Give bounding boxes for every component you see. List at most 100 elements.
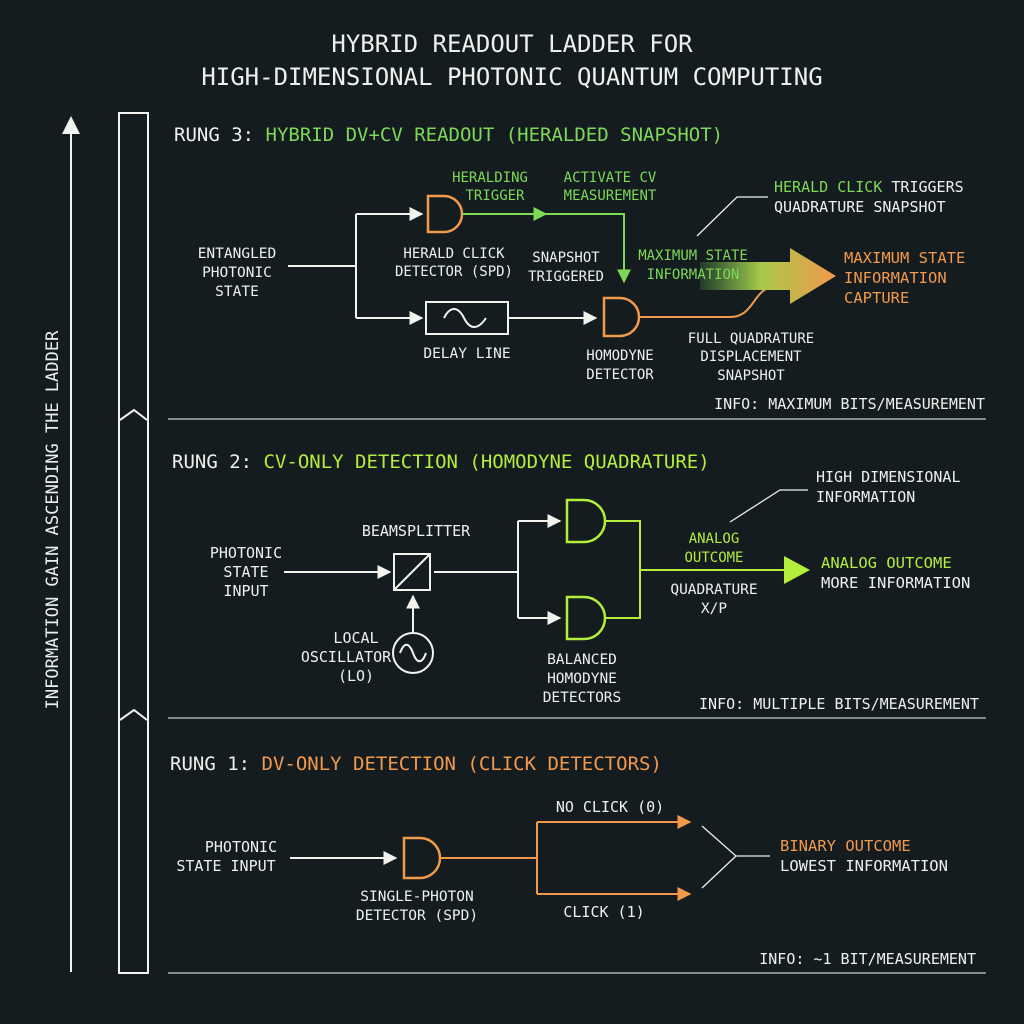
balanced-detectors-label: BALANCED HOMODYNE DETECTORS xyxy=(543,652,622,706)
single-photon-detector-icon xyxy=(402,836,442,880)
svg-text:SINGLE-PHOTON: SINGLE-PHOTON xyxy=(360,889,474,905)
delay-line-box xyxy=(425,301,509,335)
max-state-info-label: MAXIMUM STATE INFORMATION xyxy=(638,248,748,283)
snapshot-triggered-label: SNAPSHOT TRIGGERED xyxy=(528,250,604,285)
herald-detector-label: HERALD CLICK DETECTOR (SPD) xyxy=(395,246,513,280)
homodyne-detector-label: HOMODYNE DETECTOR xyxy=(586,348,654,383)
svg-text:STATE: STATE xyxy=(223,563,268,581)
herald-detector-icon xyxy=(426,194,464,234)
svg-text:PHOTONIC: PHOTONIC xyxy=(205,838,277,856)
ladder-notch-upper xyxy=(119,408,148,421)
rung2-output-arrowhead xyxy=(784,556,810,584)
rung1-output-wires xyxy=(440,815,692,901)
rung3-callout-line-2: QUADRATURE SNAPSHOT xyxy=(774,198,946,216)
beamsplitter-icon xyxy=(393,553,431,591)
svg-text:TRIGGER: TRIGGER xyxy=(465,188,525,204)
svg-text:(LO): (LO) xyxy=(338,667,374,685)
rung2-input-label: PHOTONIC STATE INPUT xyxy=(210,544,282,600)
rung1-heading-prefix: RUNG 1: xyxy=(170,753,262,775)
svg-text:LOCAL: LOCAL xyxy=(333,629,378,647)
title-line-1: HYBRID READOUT LADDER FOR xyxy=(331,30,693,58)
svg-text:TRIGGERED: TRIGGERED xyxy=(528,269,604,285)
svg-text:DETECTORS: DETECTORS xyxy=(543,690,622,706)
svg-text:HERALDING: HERALDING xyxy=(452,170,528,186)
svg-text:STATE: STATE xyxy=(215,284,259,300)
rung3-info: INFO: MAXIMUM BITS/MEASUREMENT xyxy=(714,395,985,413)
svg-text:HIGH DIMENSIONAL: HIGH DIMENSIONAL xyxy=(816,468,961,486)
rung2-heading-title: CV-ONLY DETECTION (HOMODYNE QUADRATURE) xyxy=(264,451,710,473)
balanced-detector-top-icon xyxy=(565,498,607,544)
svg-text:DISPLACEMENT: DISPLACEMENT xyxy=(700,349,802,365)
rung2-info: INFO: MULTIPLE BITS/MEASUREMENT xyxy=(699,695,979,713)
svg-text:ANALOG: ANALOG xyxy=(689,531,740,547)
analog-outcome-small-label: ANALOG OUTCOME xyxy=(684,531,743,566)
rung2-outcome-line-2: MORE INFORMATION xyxy=(821,574,970,592)
svg-text:DETECTOR: DETECTOR xyxy=(586,367,654,383)
svg-text:DETECTOR (SPD): DETECTOR (SPD) xyxy=(356,908,478,924)
heralding-trigger-label: HERALDING TRIGGER xyxy=(452,170,528,204)
svg-text:PHOTONIC: PHOTONIC xyxy=(202,265,272,281)
title: HYBRID READOUT LADDER FOR HIGH-DIMENSION… xyxy=(201,30,822,91)
side-axis: INFORMATION GAIN ASCENDING THE LADDER xyxy=(43,112,149,974)
svg-text:INPUT: INPUT xyxy=(223,582,268,600)
rung3-heading: RUNG 3: HYBRID DV+CV READOUT (HERALDED S… xyxy=(174,124,723,146)
svg-text:STATE INPUT: STATE INPUT xyxy=(176,857,275,875)
svg-text:SNAPSHOT: SNAPSHOT xyxy=(532,250,600,266)
rung2-callout-label: HIGH DIMENSIONAL INFORMATION xyxy=(816,468,961,506)
activate-cv-label: ACTIVATE CV MEASUREMENT xyxy=(564,170,657,204)
rung3-callout-line-1: HERALD CLICK TRIGGERS xyxy=(774,178,964,196)
rung2-output-wires xyxy=(605,520,800,619)
rung2-callout-leader xyxy=(729,489,808,523)
svg-text:ACTIVATE CV: ACTIVATE CV xyxy=(564,170,657,186)
rung1-heading-title: DV-ONLY DETECTION (CLICK DETECTORS) xyxy=(262,753,662,775)
local-oscillator-label: LOCAL OSCILLATOR (LO) xyxy=(301,629,392,685)
svg-text:HOMODYNE: HOMODYNE xyxy=(586,348,653,364)
svg-text:MAXIMUM STATE: MAXIMUM STATE xyxy=(638,248,748,264)
delay-line-label: DELAY LINE xyxy=(423,346,510,362)
quadrature-label: QUADRATURE X/P xyxy=(670,582,757,617)
click-label: CLICK (1) xyxy=(563,903,644,921)
capture-arrow xyxy=(700,248,836,304)
rung1-outcome-line-2: LOWEST INFORMATION xyxy=(780,857,948,875)
rung2-heading: RUNG 2: CV-ONLY DETECTION (HOMODYNE QUAD… xyxy=(172,451,710,473)
axis-arrow-head xyxy=(62,116,80,134)
svg-text:MEASUREMENT: MEASUREMENT xyxy=(564,188,657,204)
rung1-merge-bracket xyxy=(701,825,770,889)
rung1-input-label: PHOTONIC STATE INPUT xyxy=(176,838,277,875)
svg-text:HERALD CLICK: HERALD CLICK xyxy=(403,246,505,262)
rung3-heading-title: HYBRID DV+CV READOUT (HERALDED SNAPSHOT) xyxy=(266,124,724,146)
delay-line-wave-icon xyxy=(443,308,487,328)
svg-text:CAPTURE: CAPTURE xyxy=(844,289,909,307)
svg-text:OUTCOME: OUTCOME xyxy=(684,550,743,566)
rung-1: RUNG 1: DV-ONLY DETECTION (CLICK DETECTO… xyxy=(168,753,986,974)
homodyne-detector-icon xyxy=(602,296,641,338)
svg-text:INFORMATION: INFORMATION xyxy=(844,269,947,287)
svg-text:PHOTONIC: PHOTONIC xyxy=(210,544,282,562)
rung2-wires xyxy=(284,514,562,632)
no-click-label: NO CLICK (0) xyxy=(556,798,664,816)
beamsplitter-label: BEAMSPLITTER xyxy=(362,522,471,540)
svg-text:BALANCED: BALANCED xyxy=(547,652,617,668)
svg-text:OSCILLATOR: OSCILLATOR xyxy=(301,648,392,666)
svg-text:FULL QUADRATURE: FULL QUADRATURE xyxy=(688,331,814,347)
local-oscillator-icon xyxy=(392,632,434,674)
axis-label: INFORMATION GAIN ASCENDING THE LADDER xyxy=(43,330,63,709)
svg-text:MAXIMUM STATE: MAXIMUM STATE xyxy=(844,249,965,267)
rung3-wires xyxy=(288,207,598,325)
rung2-heading-prefix: RUNG 2: xyxy=(172,451,264,473)
ladder-notch-lower xyxy=(119,708,148,721)
svg-text:HOMODYNE: HOMODYNE xyxy=(547,671,617,687)
rung1-outcome-line-1: BINARY OUTCOME xyxy=(780,837,911,855)
title-line-2: HIGH-DIMENSIONAL PHOTONIC QUANTUM COMPUT… xyxy=(201,63,822,91)
rung3-outcome-label: MAXIMUM STATE INFORMATION CAPTURE xyxy=(844,249,965,307)
rung-3: RUNG 3: HYBRID DV+CV READOUT (HERALDED S… xyxy=(168,124,986,420)
full-quadrature-label: FULL QUADRATURE DISPLACEMENT SNAPSHOT xyxy=(688,331,814,384)
ladder-bar xyxy=(118,112,149,974)
rung-2: RUNG 2: CV-ONLY DETECTION (HOMODYNE QUAD… xyxy=(168,451,986,719)
homodyne-output-wire xyxy=(639,285,779,318)
svg-text:INFORMATION: INFORMATION xyxy=(816,488,915,506)
svg-text:ENTANGLED: ENTANGLED xyxy=(198,246,277,262)
rung1-info: INFO: ~1 BIT/MEASUREMENT xyxy=(759,950,976,968)
